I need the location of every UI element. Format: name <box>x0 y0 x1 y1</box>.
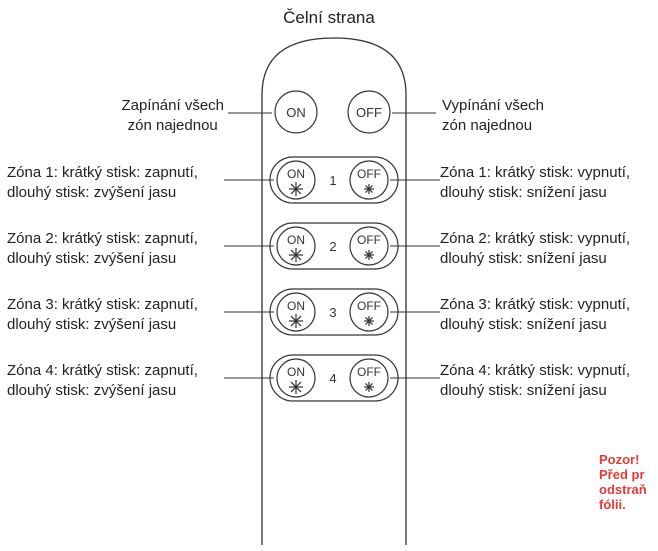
zone-1-on-button[interactable]: ON <box>276 160 316 200</box>
asterisk-small-icon <box>364 184 374 194</box>
zone-4-button-group: ON OFF 4 <box>224 354 440 402</box>
all-on-button-label: ON <box>286 105 306 120</box>
zone-1-right-label: Zóna 1: krátký stisk: vypnutí,dlouhý sti… <box>440 164 631 201</box>
zone-4-off-button[interactable]: OFF <box>349 358 389 398</box>
zone-4-on-button[interactable]: ON <box>276 358 316 398</box>
zone-off-label: OFF <box>357 233 381 247</box>
zone-off-label: OFF <box>357 167 381 181</box>
zone-3-left-label: Zóna 3: krátký stisk: zapnutí,dlouhý sti… <box>7 296 198 333</box>
remote-outline <box>261 37 407 545</box>
zone-2-right-label: Zóna 2: krátký stisk: vypnutí,dlouhý sti… <box>440 230 631 267</box>
zone-on-label: ON <box>287 365 305 379</box>
all-on-label: Zapínání všech zón najednou <box>121 97 224 134</box>
zone-number: 4 <box>329 371 336 386</box>
zone-on-label: ON <box>287 167 305 181</box>
all-zones-on-button[interactable]: ON <box>274 90 318 134</box>
zone-2-off-button[interactable]: OFF <box>349 226 389 266</box>
zone-3-off-button[interactable]: OFF <box>349 292 389 332</box>
zone-on-label: ON <box>287 233 305 247</box>
zone-number: 1 <box>329 173 336 188</box>
zone-1-off-button[interactable]: OFF <box>349 160 389 200</box>
warning-note: Pozor! Před pr odstraň fólii. <box>599 452 647 512</box>
zone-3-on-button[interactable]: ON <box>276 292 316 332</box>
asterisk-small-icon <box>364 382 374 392</box>
all-zones-off-button[interactable]: OFF <box>347 90 391 134</box>
asterisk-large-icon <box>289 182 303 196</box>
asterisk-small-icon <box>364 316 374 326</box>
zone-3-right-label: Zóna 3: krátký stisk: vypnutí,dlouhý sti… <box>440 296 631 333</box>
zone-off-label: OFF <box>357 299 381 313</box>
zone-number: 2 <box>329 239 336 254</box>
zone-4-left-label: Zóna 4: krátký stisk: zapnutí,dlouhý sti… <box>7 362 198 399</box>
diagram-title: Čelní strana <box>283 8 375 27</box>
all-off-button-label: OFF <box>356 105 382 120</box>
zone-number: 3 <box>329 305 336 320</box>
zone-2-on-button[interactable]: ON <box>276 226 316 266</box>
asterisk-large-icon <box>289 380 303 394</box>
asterisk-large-icon <box>289 314 303 328</box>
zone-off-label: OFF <box>357 365 381 379</box>
asterisk-small-icon <box>364 250 374 260</box>
asterisk-large-icon <box>289 248 303 262</box>
all-off-label: Vypínání všech zón najednou <box>442 97 545 134</box>
zone-4-right-label: Zóna 4: krátký stisk: vypnutí,dlouhý sti… <box>440 362 631 399</box>
zone-2-button-group: ON OFF 2 <box>224 222 440 270</box>
zone-2-left-label: Zóna 2: krátký stisk: zapnutí,dlouhý sti… <box>7 230 198 267</box>
zone-on-label: ON <box>287 299 305 313</box>
zone-1-button-group: ON OFF 1 <box>224 156 440 204</box>
zone-1-left-label: Zóna 1: krátký stisk: zapnutí,dlouhý sti… <box>7 164 198 201</box>
zone-3-button-group: ON OFF 3 <box>224 288 440 336</box>
